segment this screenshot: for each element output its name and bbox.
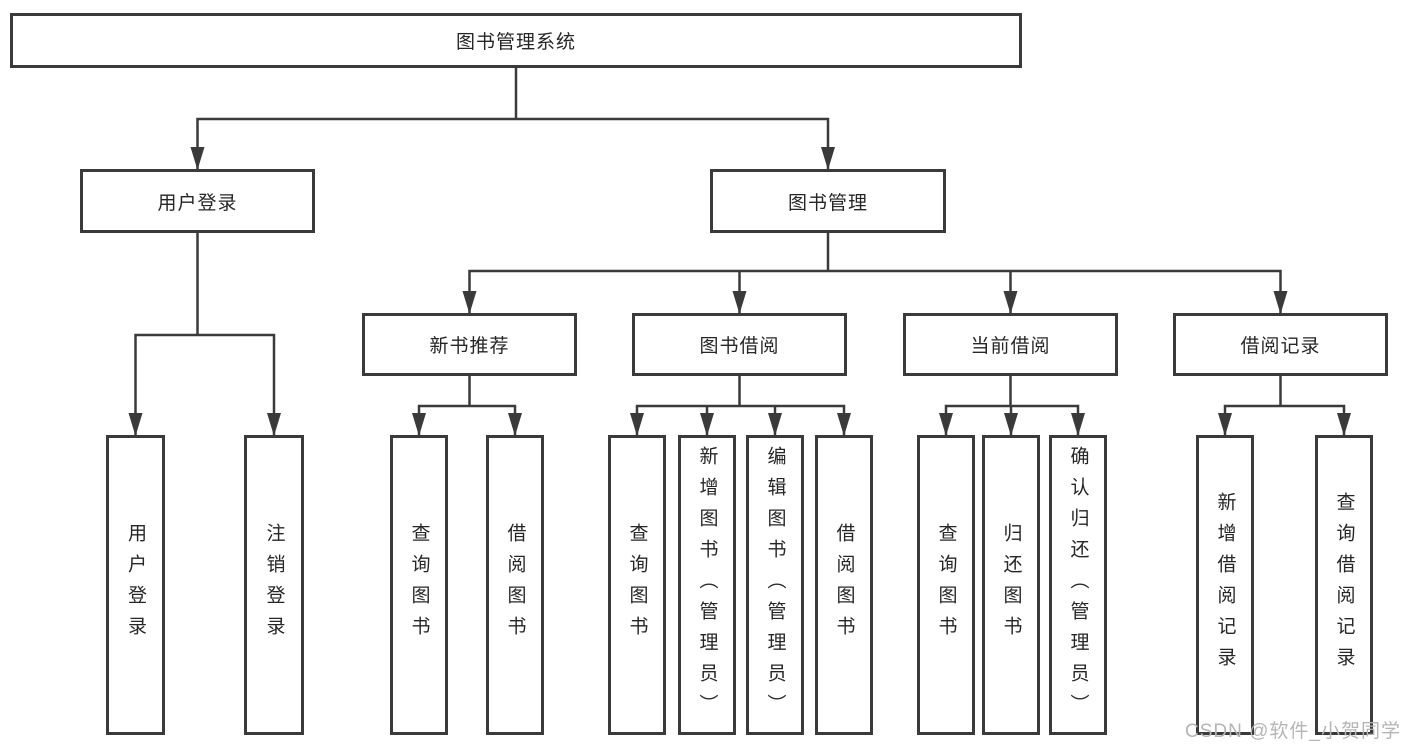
- leaf-nb-query-books: 查询图书: [390, 435, 448, 735]
- leaf-bb-add-books-admin: 新增图书（管理员）: [678, 435, 736, 735]
- leaf-cb-return-books-label: 归还图书: [1000, 523, 1022, 647]
- connector-root-to-level2: [190, 66, 835, 170]
- connector-book-borrow-to-leaves: [630, 374, 851, 436]
- node-user-login: 用户登录: [80, 169, 315, 233]
- watermark: CSDN @软件_小贺同学: [1185, 721, 1401, 742]
- connector-new-books-to-leaves: [412, 374, 522, 436]
- leaf-bb-query-books-label: 查询图书: [626, 523, 648, 647]
- connector-current-borrow-to-leaves: [939, 374, 1085, 436]
- leaf-cb-confirm-return-admin-label: 确认归还（管理员）: [1067, 445, 1089, 725]
- connector-book-mgmt-to-level3: [462, 231, 1288, 314]
- leaf-bb-edit-books-admin: 编辑图书（管理员）: [746, 435, 804, 735]
- leaf-bb-borrow-books: 借阅图书: [815, 435, 873, 735]
- leaf-nb-query-books-label: 查询图书: [408, 523, 430, 647]
- leaf-logout: 注销登录: [244, 435, 304, 735]
- node-borrow-records: 借阅记录: [1173, 313, 1388, 376]
- leaf-nb-borrow-books-label: 借阅图书: [504, 523, 526, 647]
- leaf-br-add-record-label: 新增借阅记录: [1214, 492, 1236, 678]
- leaf-cb-confirm-return-admin: 确认归还（管理员）: [1049, 435, 1107, 735]
- leaf-cb-query-books-label: 查询图书: [935, 523, 957, 647]
- leaf-cb-query-books: 查询图书: [917, 435, 975, 735]
- leaf-bb-query-books: 查询图书: [608, 435, 666, 735]
- leaf-nb-borrow-books: 借阅图书: [486, 435, 544, 735]
- leaf-br-query-record-label: 查询借阅记录: [1333, 492, 1355, 678]
- connector-borrow-records-to-leaves: [1218, 374, 1351, 436]
- leaf-br-add-record: 新增借阅记录: [1196, 435, 1254, 735]
- leaf-user-login-label: 用户登录: [125, 523, 146, 647]
- node-book-borrow: 图书借阅: [632, 313, 847, 376]
- leaf-bb-edit-books-admin-label: 编辑图书（管理员）: [764, 445, 786, 725]
- leaf-logout-label: 注销登录: [263, 523, 285, 647]
- leaf-bb-add-books-admin-label: 新增图书（管理员）: [696, 445, 718, 725]
- leaf-br-query-record: 查询借阅记录: [1315, 435, 1373, 735]
- node-book-management: 图书管理: [710, 169, 946, 233]
- node-current-borrow: 当前借阅: [903, 313, 1118, 376]
- leaf-bb-borrow-books-label: 借阅图书: [833, 523, 855, 647]
- connector-user-login-to-leaves: [128, 231, 281, 436]
- leaf-user-login: 用户登录: [106, 435, 165, 735]
- leaf-cb-return-books: 归还图书: [982, 435, 1040, 735]
- node-new-book-recommend: 新书推荐: [362, 313, 577, 376]
- node-root-system: 图书管理系统: [10, 13, 1022, 68]
